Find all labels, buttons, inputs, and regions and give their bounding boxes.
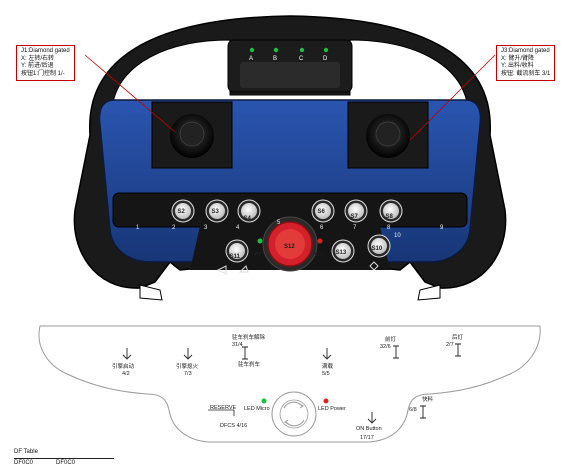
callout-right-line-2: X: 臂升/臂降 xyxy=(501,55,535,62)
svg-text:S10: S10 xyxy=(372,246,383,252)
svg-text:S7: S7 xyxy=(351,214,359,220)
led-a-icon xyxy=(249,47,255,53)
callout-left-leader xyxy=(84,54,176,133)
bar-icon-4 xyxy=(420,405,426,419)
led-c-label: C xyxy=(299,56,304,62)
panel-led-power-icon xyxy=(323,398,329,404)
callout-right: J3:Diamond gated X: 臂升/臂降 Y: 出料/收料 按钮: 截… xyxy=(496,45,556,81)
callout-left-line-2: X: 左转/右转 xyxy=(21,55,55,62)
svg-text:S4: S4 xyxy=(244,216,252,222)
callout-right-leader xyxy=(409,54,496,141)
button-s6[interactable]: S6 xyxy=(311,199,335,223)
callout-left-line-3: Y: 前进/后退 xyxy=(21,63,54,69)
led-b-icon xyxy=(273,47,279,53)
table-cell-1: DF0C0 xyxy=(14,460,34,466)
led-b-label: B xyxy=(273,56,277,62)
label-engine-start-code: 4/2 xyxy=(122,371,130,377)
button-s3[interactable]: S3 xyxy=(205,199,229,223)
button-s4[interactable]: S4 xyxy=(237,199,261,223)
callout-right-line-3: Y: 出料/收料 xyxy=(501,63,534,69)
table-row: DF0C0 DF0C0 xyxy=(14,458,114,469)
label-led-power: LED Power xyxy=(318,406,346,412)
led-d-label: D xyxy=(323,56,328,62)
label-reserve: RESERVE xyxy=(210,405,237,411)
label-on-button: ON Button xyxy=(356,426,382,432)
button-s7[interactable]: S7 xyxy=(344,199,368,223)
reserve-bracket-icon xyxy=(208,409,235,416)
bar-icon-3 xyxy=(455,343,461,357)
label-feed-code: 6/8 xyxy=(409,407,417,413)
label-front-light-code: 32/6 xyxy=(380,344,391,350)
arrow-left-icon xyxy=(216,265,227,275)
callout-right-line-4: 按钮: 截流刹车 3/1 xyxy=(501,70,551,77)
button-number-9: 9 xyxy=(440,225,444,231)
label-front-light: 前灯 xyxy=(385,337,397,343)
led-d-icon xyxy=(323,47,329,53)
button-s2[interactable]: S2 xyxy=(171,199,195,223)
button-s11[interactable]: S11 xyxy=(225,239,249,263)
button-number-2: 2 xyxy=(172,225,176,231)
led-c-icon xyxy=(299,47,305,53)
bar-icon-1 xyxy=(242,346,248,360)
svg-text:S3: S3 xyxy=(212,209,220,215)
led-green-icon xyxy=(257,238,263,244)
panel-led-micro-icon xyxy=(261,398,267,404)
label-engine-stop-code: 7/3 xyxy=(184,371,192,377)
panel-outline xyxy=(38,325,541,443)
svg-text:S12: S12 xyxy=(284,244,295,250)
button-s13[interactable]: S13 xyxy=(331,239,355,263)
callout-left: J1:Diamond gated X: 左转/右转 Y: 前进/后退 按钮1:门… xyxy=(16,45,75,81)
label-engine-start: 引擎启动 xyxy=(112,364,135,370)
button-number-7: 7 xyxy=(353,225,357,231)
selector-left-icon: ↶/↑ xyxy=(253,251,264,258)
label-mode-a: 满载 xyxy=(322,364,334,370)
foot-right xyxy=(417,284,441,301)
bar-icon-2 xyxy=(393,345,399,359)
label-on-button-code: 17/17 xyxy=(360,435,374,441)
emergency-stop-button[interactable]: S12 xyxy=(262,216,318,272)
table-cell-2: DF0C0 xyxy=(56,460,76,466)
label-mode-a-code: 5/5 xyxy=(322,371,330,377)
arrow-down-icon-1 xyxy=(122,348,132,360)
button-number-4: 4 xyxy=(236,225,240,231)
label-rear-light-code: 2/7 xyxy=(446,342,454,348)
label-brake-release: 驻车刹车解除 xyxy=(232,335,266,341)
button-number-8: 8 xyxy=(387,225,391,231)
callout-left-line-1: J1:Diamond gated xyxy=(21,48,70,54)
led-red-icon xyxy=(317,238,323,244)
button-number-5: 5 xyxy=(277,220,281,226)
arrow-down-icon-3 xyxy=(322,348,332,360)
svg-text:S8: S8 xyxy=(386,214,394,220)
button-s8[interactable]: S8 xyxy=(379,199,403,223)
arrow-down-icon-4 xyxy=(367,412,377,424)
label-brake-release-code: 31/4 xyxy=(232,342,243,348)
diamond-icon xyxy=(369,261,379,271)
label-rear-light: 后灯 xyxy=(452,335,464,341)
button-number-10: 10 xyxy=(394,233,401,239)
label-led-micro: LED Micro xyxy=(244,406,270,412)
led-a-label: A xyxy=(249,56,253,62)
svg-text:S13: S13 xyxy=(336,250,347,256)
button-number-3: 3 xyxy=(204,225,208,231)
button-number-6: 6 xyxy=(320,225,324,231)
label-brake-apply: 驻车刹车 xyxy=(238,362,261,368)
label-feed: 快料 xyxy=(422,397,434,403)
controller-diagram: A B C D S2 S3 S4 S6 S7 S8 S11 S13 S10 S1… xyxy=(73,15,507,301)
svg-text:S2: S2 xyxy=(178,209,186,215)
callout-left-line-4: 按钮1:门控制 1/- xyxy=(21,70,65,77)
arrow-down-icon-2 xyxy=(183,348,193,360)
table-title: DF Table xyxy=(14,449,38,455)
button-number-1: 1 xyxy=(136,225,140,231)
svg-text:S11: S11 xyxy=(230,254,241,260)
button-s10[interactable]: S10 xyxy=(367,234,391,258)
label-dfcs: DFCS 4/16 xyxy=(220,423,248,429)
arrow-left2-icon xyxy=(238,265,249,273)
label-engine-stop: 引擎熄火 xyxy=(176,364,199,370)
callout-right-line-1: J3:Diamond gated xyxy=(501,48,550,54)
foot-left xyxy=(139,284,163,301)
selector-right-icon: ↯/↓ xyxy=(313,251,323,258)
svg-text:S6: S6 xyxy=(318,209,326,215)
